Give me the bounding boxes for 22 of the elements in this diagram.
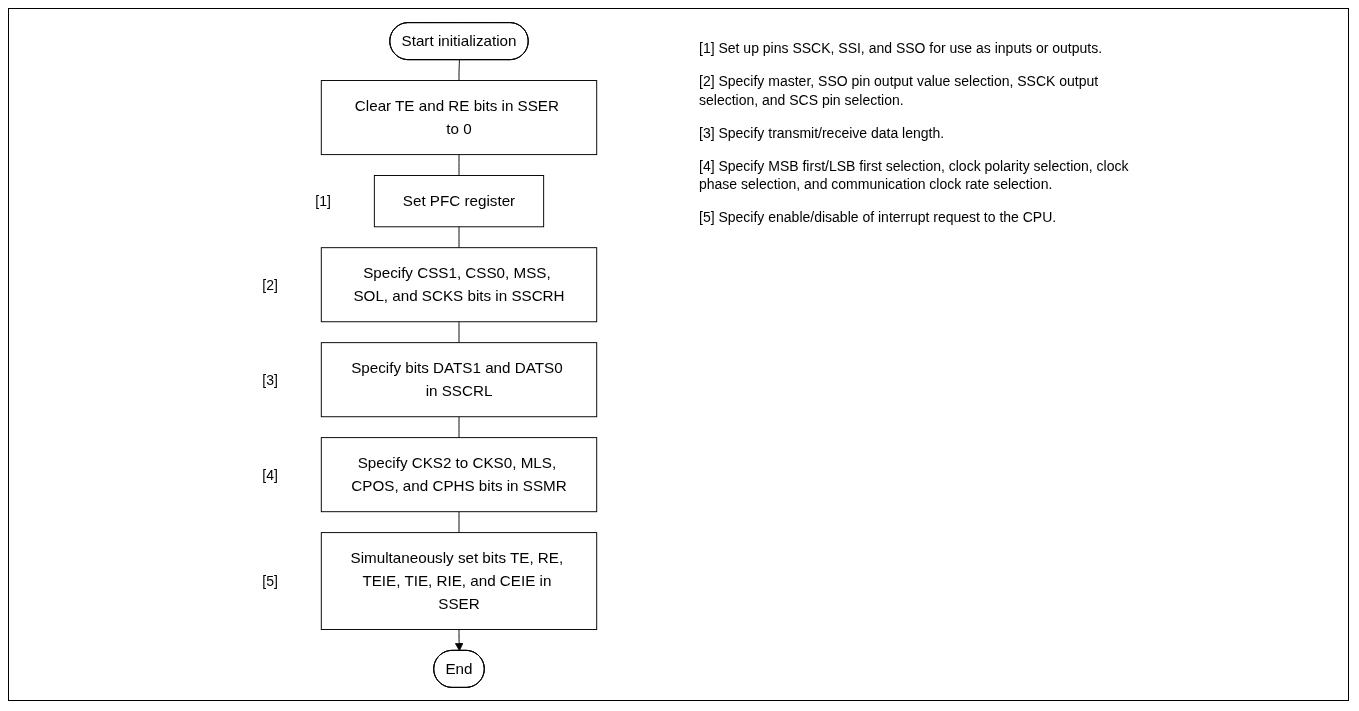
node-box: Simultaneously set bits TE, RE, TEIE, TIE, RIE, and CEIE in SSER bbox=[320, 532, 598, 630]
step-number: [1] bbox=[315, 193, 331, 210]
node-box: Specify bits DATS1 and DATS0 in SSCRL bbox=[320, 342, 598, 418]
connector bbox=[458, 511, 460, 534]
step-number: [3] bbox=[262, 371, 278, 388]
connector bbox=[458, 416, 460, 439]
connector bbox=[458, 321, 460, 344]
connector bbox=[458, 59, 460, 81]
step-number: [2] bbox=[262, 276, 278, 293]
note-text: [2] Specify master, SSO pin output value selection, SSCK output selection, and SCS pin selection. bbox=[699, 71, 1100, 110]
node-box: Specify CKS2 to CKS0, MLS, CPOS, and CPHS bits in SSMR bbox=[320, 437, 598, 513]
note-text: [3] Specify transmit/receive data length. bbox=[699, 123, 946, 143]
step-number: [5] bbox=[262, 573, 278, 590]
node-box: Specify CSS1, CSS0, MSS, SOL, and SCKS bits in SSCRH bbox=[320, 247, 598, 323]
node-box: Set PFC register bbox=[373, 175, 545, 228]
connector bbox=[458, 154, 460, 176]
note-text: [4] Specify MSB first/LSB first selection, clock polarity selection, clock phase selection, and communication clock rate selection. bbox=[699, 156, 1130, 195]
connector bbox=[458, 226, 460, 249]
note-text: [1] Set up pins SSCK, SSI, and SSO for use as inputs or outputs. bbox=[699, 39, 1104, 58]
note-text: [5] Specify enable/disable of interrupt request to the CPU. bbox=[699, 208, 1058, 228]
step-number: [4] bbox=[262, 466, 278, 483]
node-box: Clear TE and RE bits in SSER to 0 bbox=[320, 80, 598, 156]
